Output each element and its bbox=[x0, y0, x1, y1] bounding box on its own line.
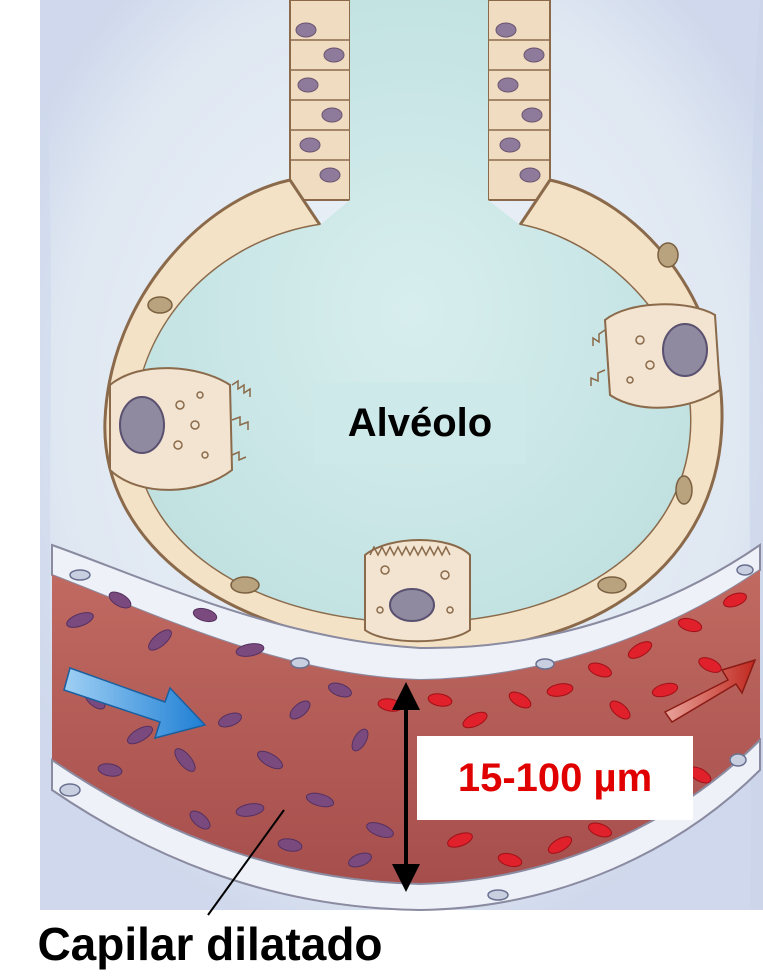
type-ii-pneumocyte-left bbox=[110, 368, 250, 490]
type-ii-pneumocyte-bottom bbox=[365, 540, 470, 641]
type-ii-pneumocyte-right bbox=[591, 304, 720, 407]
capillary-label: Capilar dilatado bbox=[0, 912, 420, 976]
capillary-diameter-label: 15-100 µm bbox=[417, 736, 693, 820]
alveolus-label: Alvéolo bbox=[314, 382, 526, 464]
